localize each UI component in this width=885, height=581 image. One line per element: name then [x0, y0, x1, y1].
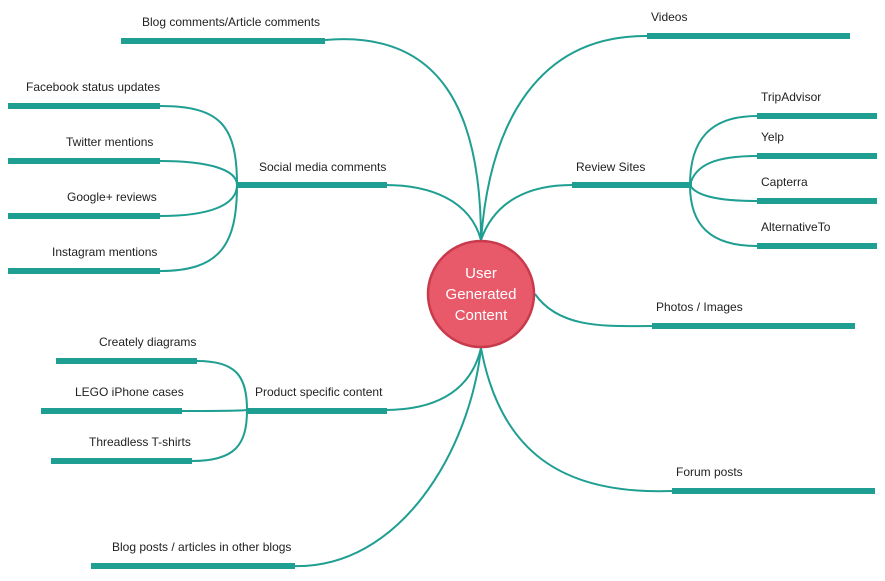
label-videos: Videos	[651, 10, 687, 24]
connector-facebook	[159, 105, 238, 186]
label-google-plus: Google+ reviews	[67, 190, 157, 204]
bar-review-sites[interactable]	[572, 182, 692, 188]
connector-forum	[480, 347, 673, 493]
connector-lines	[159, 34, 758, 568]
bar-blog-comments[interactable]	[121, 38, 325, 44]
connector-tripadvisor	[689, 115, 758, 186]
connector-videos	[480, 34, 648, 241]
connector-lego	[181, 409, 248, 412]
center-label-line-2: Generated	[446, 286, 517, 303]
bar-capterra[interactable]	[757, 198, 877, 204]
bar-lego[interactable]	[41, 408, 182, 414]
center-label-line-1: User	[465, 265, 497, 282]
center-node[interactable]: User Generated Content	[426, 239, 536, 349]
connector-yelp	[689, 155, 758, 186]
connector-google-plus	[159, 184, 238, 217]
label-alternativeto: AlternativeTo	[761, 220, 831, 234]
label-facebook: Facebook status updates	[26, 80, 160, 94]
bar-yelp[interactable]	[757, 153, 877, 159]
label-creately: Creately diagrams	[99, 335, 196, 349]
center-circle[interactable]	[426, 239, 536, 349]
connector-creately	[196, 360, 248, 411]
label-lego: LEGO iPhone cases	[75, 385, 184, 399]
connector-product-specific	[384, 347, 482, 411]
center-label-line-3: Content	[455, 307, 508, 324]
label-twitter: Twitter mentions	[66, 135, 153, 149]
bar-forum[interactable]	[672, 488, 875, 494]
label-forum: Forum posts	[676, 465, 743, 479]
label-tripadvisor: TripAdvisor	[761, 90, 821, 104]
label-product-specific: Product specific content	[255, 385, 383, 399]
bar-creately[interactable]	[56, 358, 197, 364]
connector-photos	[534, 293, 653, 328]
bar-facebook[interactable]	[8, 103, 160, 109]
bar-social-media[interactable]	[237, 182, 387, 188]
label-threadless: Threadless T-shirts	[89, 435, 191, 449]
bar-videos[interactable]	[647, 33, 850, 39]
label-review-sites: Review Sites	[576, 160, 645, 174]
connector-review-sites	[480, 184, 573, 241]
label-instagram: Instagram mentions	[52, 245, 157, 259]
label-yelp: Yelp	[761, 130, 784, 144]
bar-blog-posts[interactable]	[91, 563, 295, 569]
bar-instagram[interactable]	[8, 268, 160, 274]
label-social-media: Social media comments	[259, 160, 386, 174]
connector-capterra	[689, 184, 758, 202]
bar-google-plus[interactable]	[8, 213, 160, 219]
node-bars	[8, 33, 877, 569]
connector-social-media	[384, 184, 482, 241]
connector-blog-posts	[291, 347, 482, 568]
label-blog-posts: Blog posts / articles in other blogs	[112, 540, 291, 554]
label-photos: Photos / Images	[656, 300, 743, 314]
connector-twitter	[159, 160, 238, 186]
connector-threadless	[191, 409, 248, 462]
label-blog-comments: Blog comments/Article comments	[142, 15, 320, 29]
bar-photos[interactable]	[652, 323, 855, 329]
bar-threadless[interactable]	[51, 458, 192, 464]
connector-instagram	[159, 184, 238, 272]
bar-product-specific[interactable]	[247, 408, 387, 414]
bar-tripadvisor[interactable]	[757, 113, 877, 119]
bar-twitter[interactable]	[8, 158, 160, 164]
connector-alternativeto	[689, 184, 758, 247]
node-labels: Blog comments/Article comments Social me…	[26, 10, 831, 554]
bar-alternativeto[interactable]	[757, 243, 877, 249]
connector-blog-comments	[324, 38, 482, 241]
label-capterra: Capterra	[761, 175, 808, 189]
